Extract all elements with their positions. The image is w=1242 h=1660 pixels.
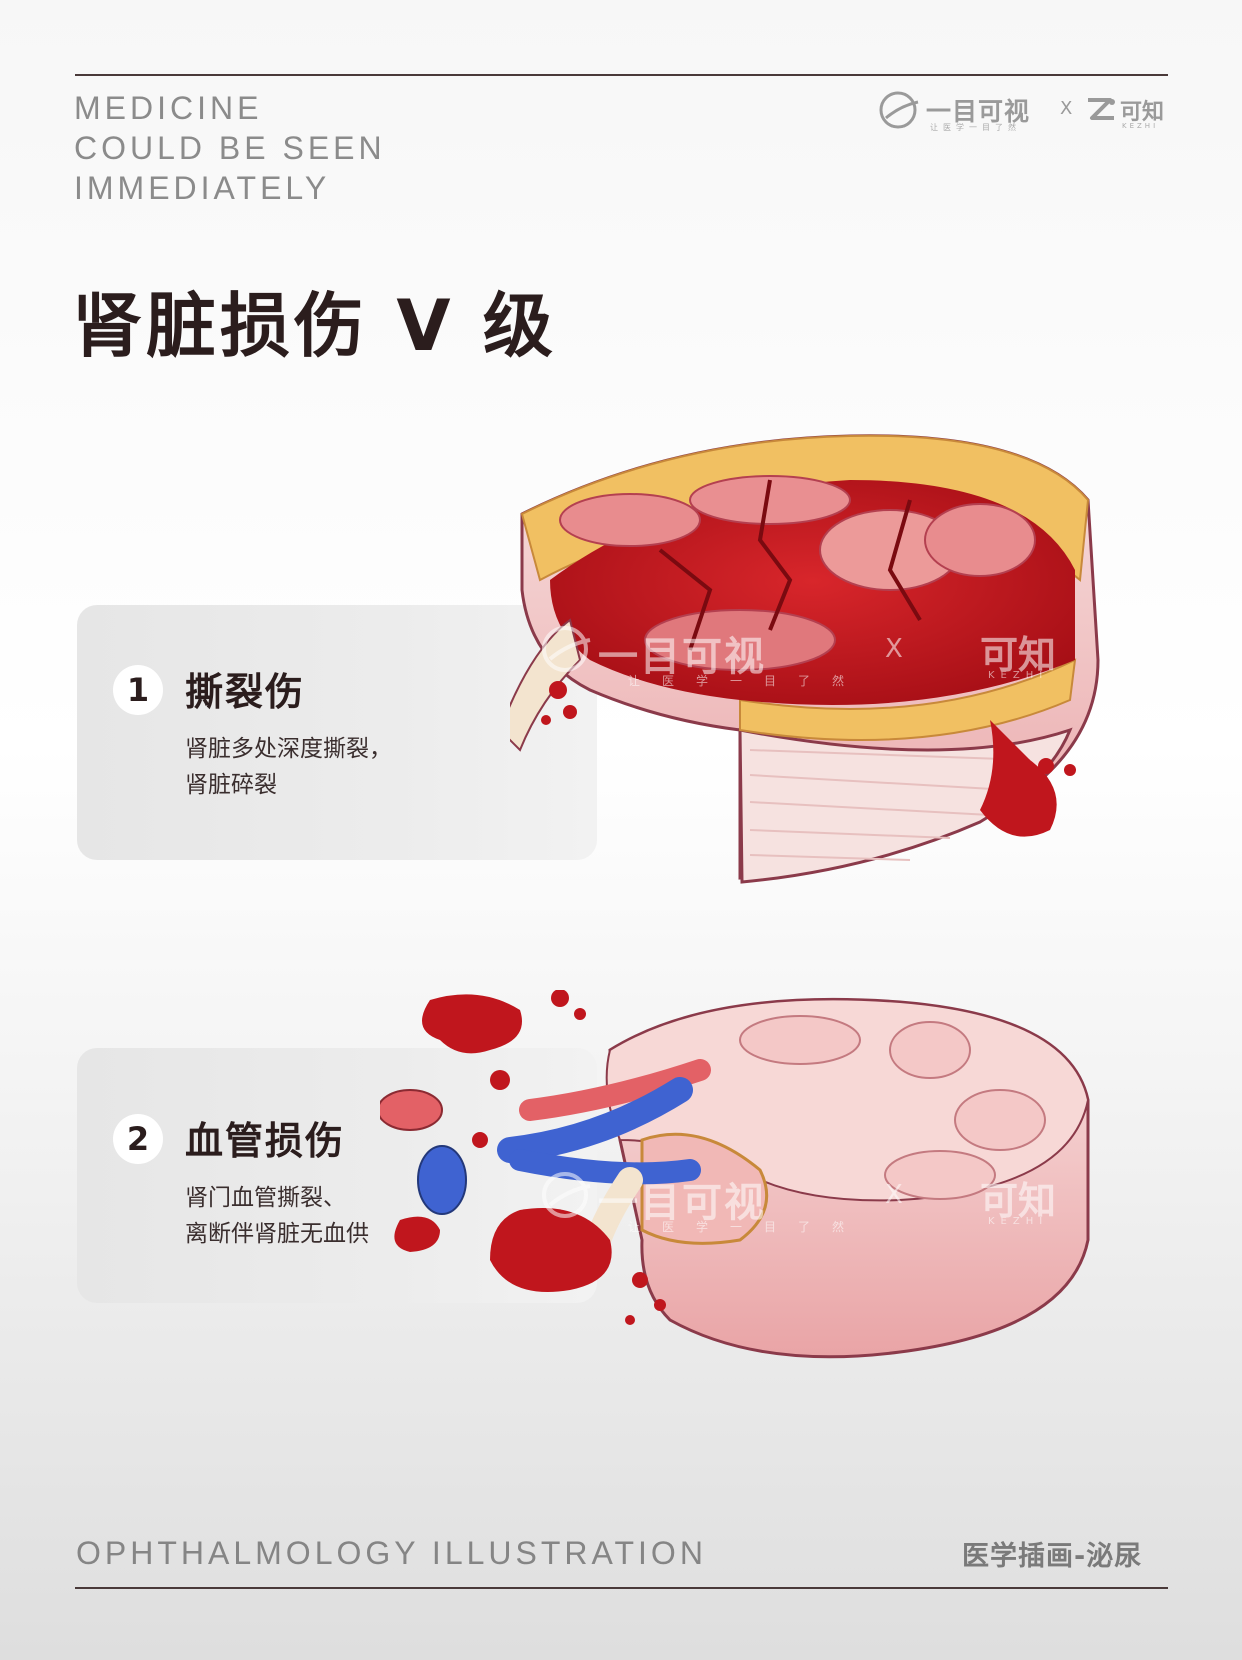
watermark-separator: X [885,1180,903,1210]
vascular-injury-illustration [380,990,1090,1359]
number-badge: 1 [113,665,163,715]
description-line: 肾脏多处深度撕裂， [185,736,392,762]
tagline: MEDICINE COULD BE SEEN IMMEDIATELY [74,88,594,208]
card-title: 撕裂伤 [185,670,306,714]
watermark: 一目可视 X 可知 让医学一目了然 KEZHI [540,622,1100,692]
brand-slogan: 让医学一目了然 [930,123,1021,132]
brand-name-b-sub: KEZHI [1122,122,1159,130]
watermark-slogan: 让医学一目了然 [628,1220,867,1234]
watermark-text: 一目可视 [598,1180,766,1226]
card-description: 肾脏多处深度撕裂， 肾脏碎裂 [185,731,392,803]
watermark: 一目可视 X 可知 让医学一目了然 KEZHI [540,1168,1100,1238]
watermark-brand-sub: KEZHI [988,670,1049,681]
eye-logo-icon [542,1172,591,1218]
brand-separator: X [1060,98,1073,119]
description-line: 肾脏碎裂 [185,772,277,798]
tagline-line: IMMEDIATELY [74,170,331,206]
watermark-brand-sub: KEZHI [988,1216,1049,1227]
shattered-kidney-illustration [510,434,1100,884]
card-title: 血管损伤 [185,1119,346,1163]
watermark-text: 一目可视 [598,634,766,680]
brand-name-b: 可知 [1120,100,1165,125]
card-description: 肾门血管撕裂、 离断伴肾脏无血供 [185,1180,369,1252]
footer-category: 医学插画-泌尿 [962,1541,1143,1572]
watermark-separator: X [885,634,903,664]
description-line: 肾门血管撕裂、 [185,1185,346,1211]
top-rule [75,74,1168,76]
kezhi-logo-icon [1088,98,1115,120]
watermark-slogan: 让医学一目了然 [628,674,867,688]
footer-caption: OPHTHALMOLOGY ILLUSTRATION [76,1535,707,1571]
bottom-rule [75,1587,1168,1589]
eye-logo-icon [879,91,919,129]
description-line: 离断伴肾脏无血供 [185,1221,369,1247]
watermark-brand: 可知 [980,633,1057,677]
page-title: 肾脏损伤 V 级 [72,285,557,367]
number-badge: 2 [113,1114,163,1164]
eye-logo-icon [542,626,591,672]
tagline-line: COULD BE SEEN [74,130,386,166]
brand-logo: 一目可视 让医学一目了然 X 可知 KEZHI [878,88,1170,136]
brand-name-a: 一目可视 [926,97,1031,126]
watermark-brand: 可知 [980,1179,1057,1223]
tagline-line: MEDICINE [74,90,263,126]
